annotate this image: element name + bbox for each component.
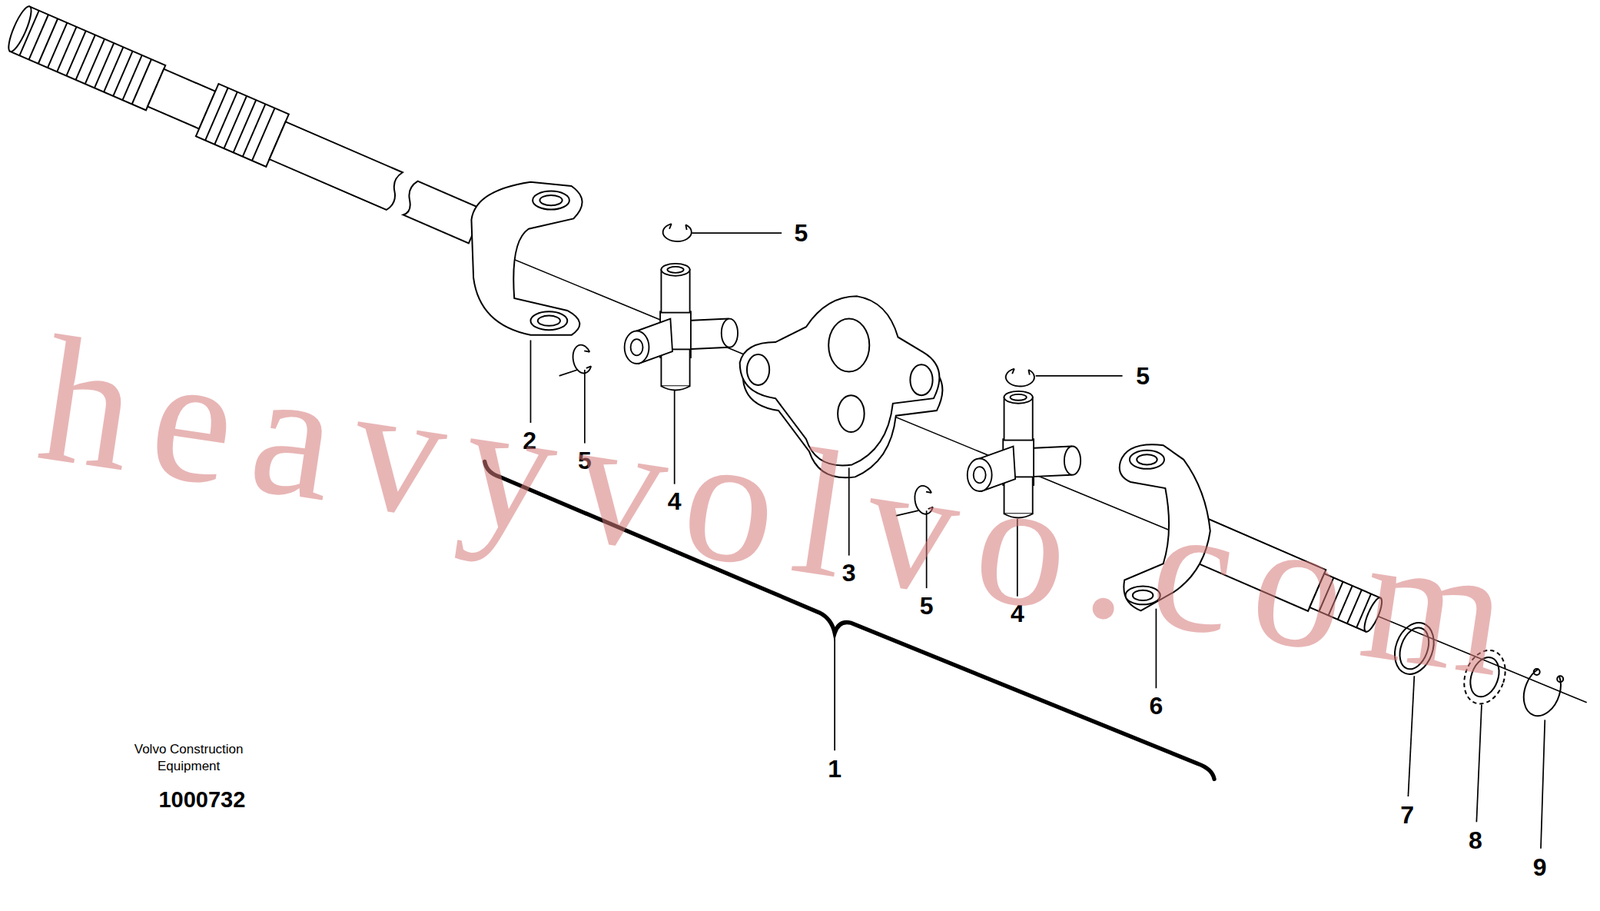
callout-number: 8 — [1468, 827, 1483, 853]
brand-name: Volvo Construction Equipment — [127, 740, 251, 774]
callout-number: 7 — [1400, 802, 1415, 827]
callout-number: 5 — [793, 220, 808, 246]
callout-number: 5 — [1135, 363, 1150, 389]
callout-number: 6 — [1149, 693, 1164, 718]
callout-number: 1 — [827, 756, 842, 781]
drawing-number: 1000732 — [158, 788, 246, 811]
callout-number: 9 — [1533, 854, 1547, 880]
